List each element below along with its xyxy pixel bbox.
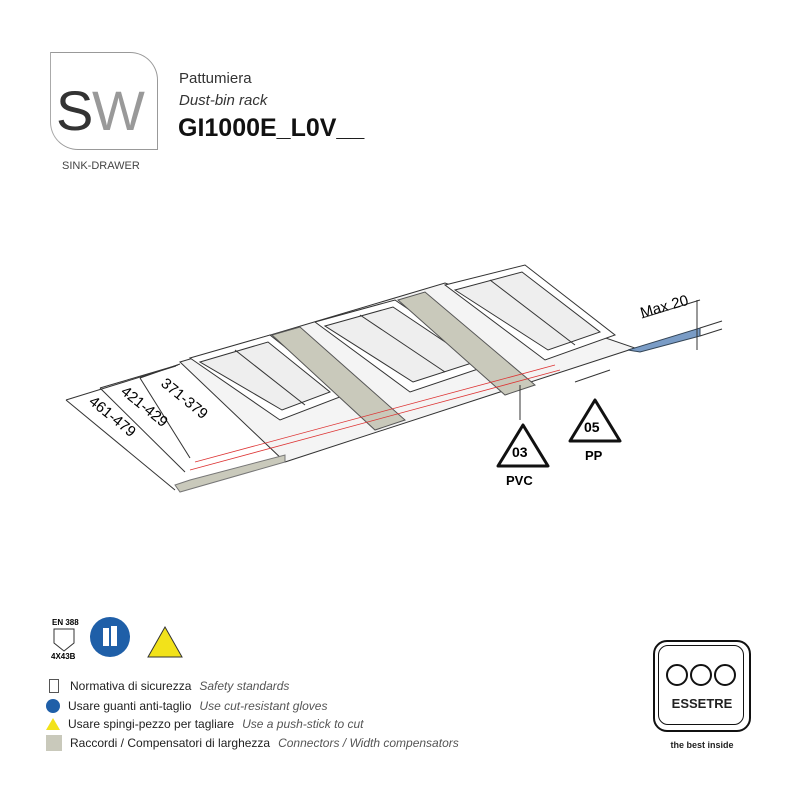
bin-right xyxy=(443,264,617,361)
legend-row-connectors: Raccordi / Compensatori di larghezza Conn… xyxy=(46,735,459,751)
recycling-pp-icon xyxy=(568,398,622,443)
recycling-code: 05 xyxy=(584,419,600,435)
logo-frame xyxy=(50,52,158,150)
legend-row-safety: Normativa di sicurezza Safety standards xyxy=(46,679,289,693)
gloves-icon xyxy=(90,617,130,657)
max-label: Max 20 xyxy=(638,292,690,322)
logo-w: W xyxy=(92,79,145,142)
bin-middle xyxy=(313,299,492,393)
essetre-tagline: the best inside xyxy=(670,740,734,750)
recycling-material: PVC xyxy=(506,473,533,488)
legend-it: Normativa di sicurezza xyxy=(70,679,192,693)
compensator-teeth xyxy=(627,327,701,353)
gloves-icon xyxy=(46,699,60,713)
legend-it: Raccordi / Compensatori di larghezza xyxy=(70,736,271,750)
logo-subtitle: SINK-DRAWER xyxy=(62,160,140,172)
bin-left xyxy=(188,334,346,421)
essetre-logo-inner xyxy=(658,645,744,725)
connector-rail xyxy=(396,291,537,396)
recycling-pvc-icon xyxy=(496,423,550,468)
push-stick-warning-icon xyxy=(147,625,183,658)
legend-it: Usare guanti anti-taglio xyxy=(68,699,192,713)
essetre-name: ESSETRE xyxy=(671,696,733,711)
en388-label: EN 388 xyxy=(52,618,79,627)
connector-rail xyxy=(271,326,406,431)
en388-icon xyxy=(49,679,59,693)
legend-row-pushstick: Usare spingi-pezzo per tagliare Use a pus… xyxy=(46,717,363,731)
en388-shield-icon xyxy=(53,628,75,652)
legend-it: Usare spingi-pezzo per tagliare xyxy=(68,717,235,731)
recycling-code: 03 xyxy=(512,444,528,460)
logo-s: S xyxy=(56,79,93,142)
recycling-material: PP xyxy=(585,448,603,463)
legend-en: Connectors / Width compensators xyxy=(278,736,459,750)
product-code: GI1000E_L0V__ xyxy=(178,114,365,142)
swatch-icon xyxy=(46,735,62,751)
legend-en: Use a push-stick to cut xyxy=(242,717,364,731)
dimension-lines xyxy=(65,363,191,491)
title-italian: Pattumiera xyxy=(179,70,252,87)
essetre-circles-icon xyxy=(666,664,736,686)
legend-row-gloves: Usare guanti anti-taglio Use cut-resistan… xyxy=(46,699,327,713)
legend-en: Safety standards xyxy=(199,679,290,693)
en388-rating: 4X43B xyxy=(51,652,76,661)
legend-en: Use cut-resistant gloves xyxy=(199,699,328,713)
red-line xyxy=(194,364,556,463)
title-english: Dust-bin rack xyxy=(179,92,268,109)
warning-triangle-icon xyxy=(46,718,60,730)
red-line xyxy=(189,369,561,471)
width-compensator xyxy=(174,454,286,493)
essetre-logo xyxy=(653,640,751,732)
